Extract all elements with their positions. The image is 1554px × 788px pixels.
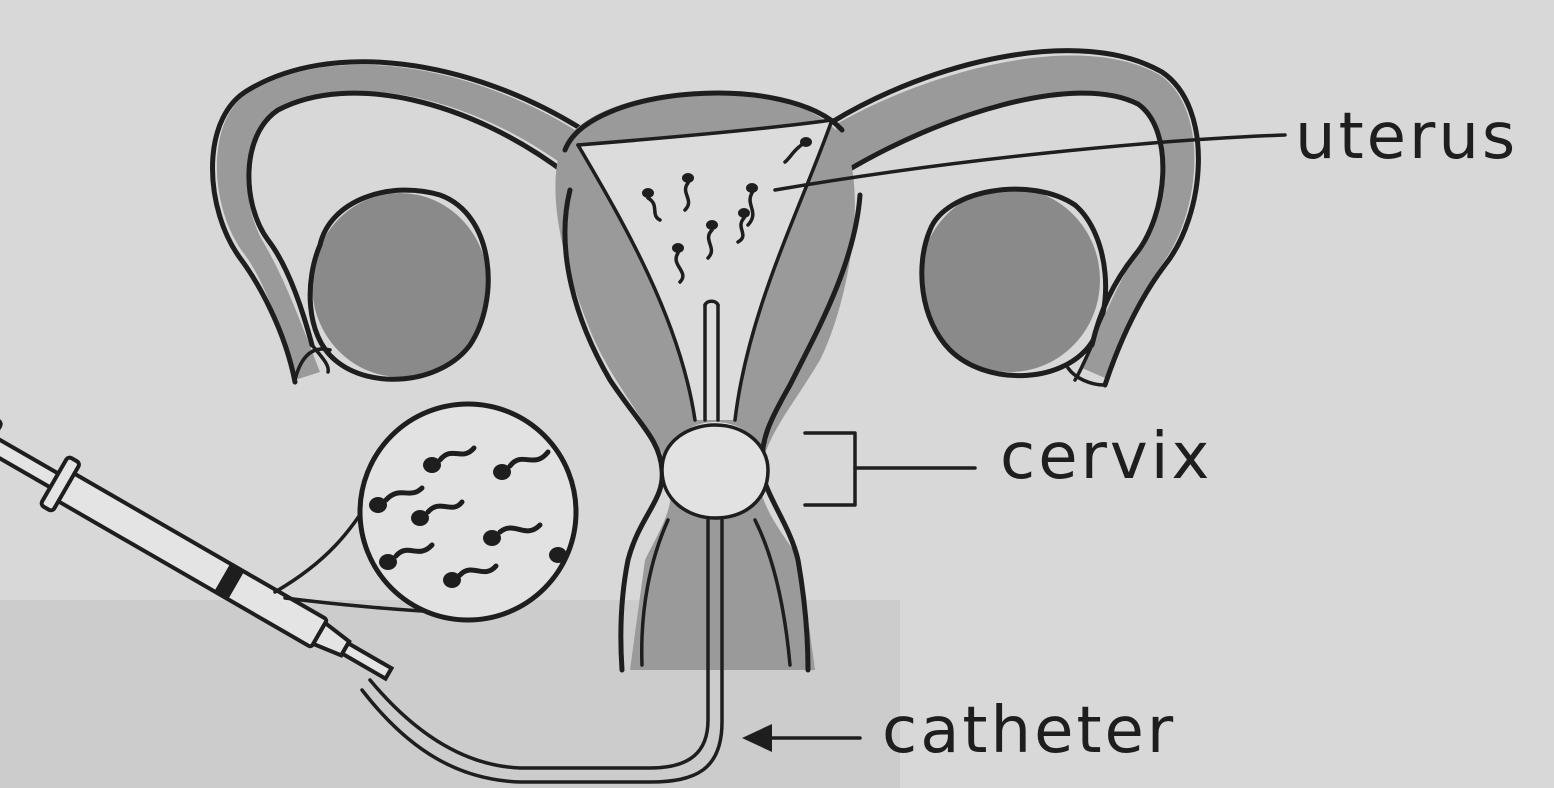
- uterus-label: uterus: [1295, 100, 1518, 174]
- cervix-label: cervix: [1000, 420, 1212, 494]
- catheter-label: catheter: [882, 694, 1176, 768]
- cervix-shape: [662, 422, 768, 518]
- mag-sperm-8: [549, 547, 567, 563]
